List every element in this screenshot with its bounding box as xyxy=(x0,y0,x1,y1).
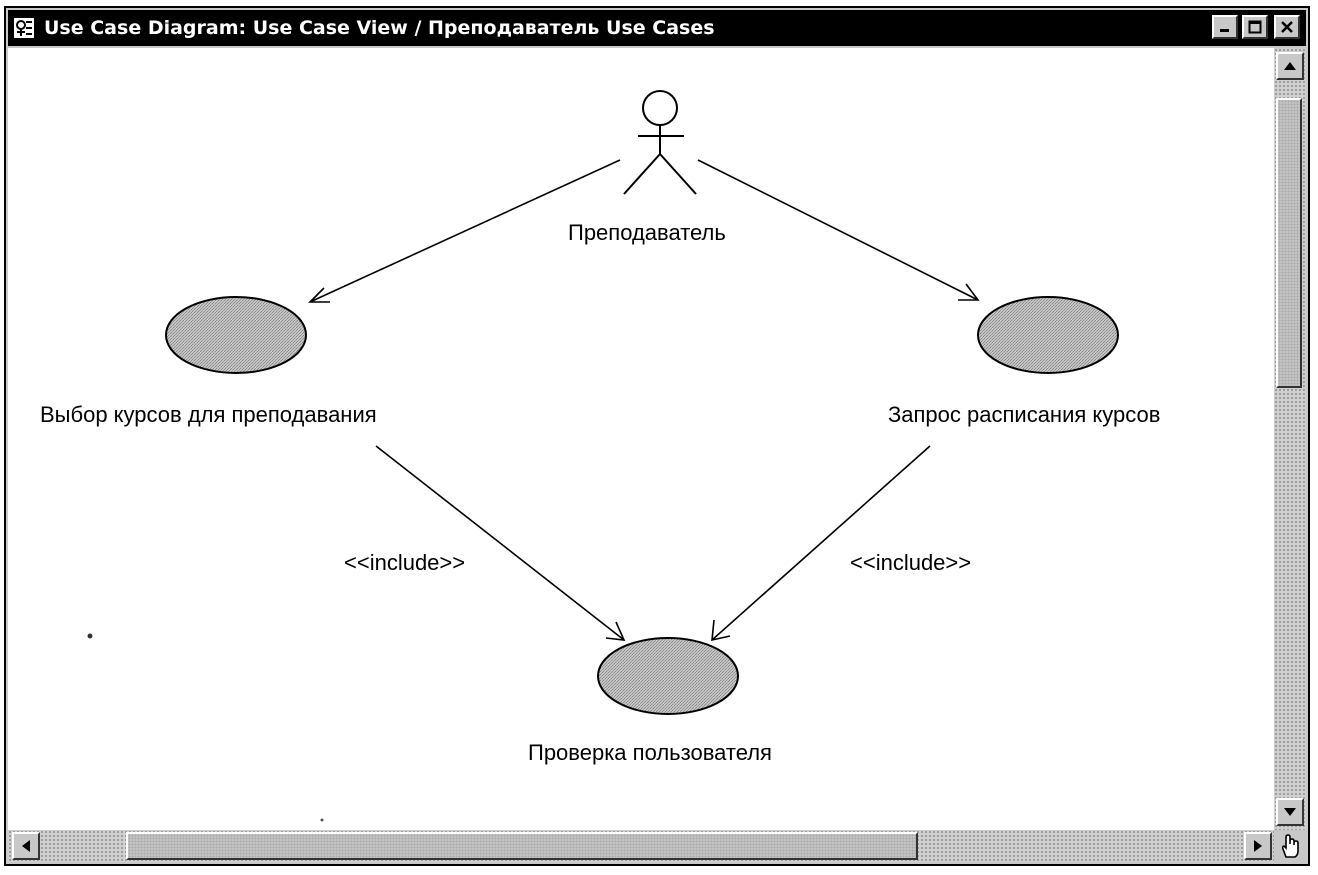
window-title: Use Case Diagram: Use Case View / Препод… xyxy=(44,17,715,39)
minimize-icon xyxy=(1220,29,1229,32)
association-actor-course-selection[interactable] xyxy=(308,159,621,303)
include-dependency-course-selection[interactable] xyxy=(375,445,626,641)
horizontal-scroll-thumb[interactable] xyxy=(126,832,918,860)
minimize-button[interactable] xyxy=(1212,15,1238,39)
include-label-right: <<include>> xyxy=(850,550,972,575)
maximize-button[interactable] xyxy=(1242,15,1268,39)
stray-dot xyxy=(320,818,324,822)
rose-diagram-icon[interactable] xyxy=(12,16,36,40)
scroll-left-button[interactable] xyxy=(12,832,40,860)
actor-label: Преподаватель xyxy=(568,220,726,245)
include-dependency-schedule-request[interactable] xyxy=(711,445,931,642)
title-bar[interactable]: Use Case Diagram: Use Case View / Препод… xyxy=(8,10,1306,46)
close-icon xyxy=(1281,21,1293,33)
diagram-canvas[interactable]: Преподаватель Выбор курсов для преподава… xyxy=(8,48,1277,830)
scroll-down-button[interactable] xyxy=(1276,798,1304,826)
use-case-ellipse-user-verification[interactable] xyxy=(597,637,739,715)
use-case-label-user-verification: Проверка пользователя xyxy=(528,740,772,765)
vertical-scroll-thumb[interactable] xyxy=(1276,98,1302,388)
arrow-left-icon xyxy=(22,840,30,852)
hand-cursor-icon[interactable] xyxy=(1274,830,1306,862)
include-label-left: <<include>> xyxy=(344,550,466,575)
scroll-right-button[interactable] xyxy=(1244,832,1272,860)
use-case-ellipse-schedule-request[interactable] xyxy=(977,296,1119,374)
stray-dot xyxy=(87,633,93,639)
arrow-down-icon xyxy=(1284,808,1296,816)
use-case-ellipse-course-selection[interactable] xyxy=(165,296,307,374)
arrow-up-icon xyxy=(1284,62,1296,70)
use-case-label-course-selection: Выбор курсов для преподавания xyxy=(40,402,377,427)
maximize-icon xyxy=(1248,20,1262,34)
actor-icon[interactable] xyxy=(623,90,697,195)
arrow-right-icon xyxy=(1254,840,1262,852)
scroll-up-button[interactable] xyxy=(1276,52,1304,80)
horizontal-scrollbar[interactable] xyxy=(8,830,1276,862)
close-button[interactable] xyxy=(1274,15,1300,39)
vertical-scrollbar[interactable] xyxy=(1274,48,1306,830)
use-case-label-schedule-request: Запрос расписания курсов xyxy=(888,402,1161,427)
use-case-diagram xyxy=(87,90,1119,822)
association-actor-schedule-request[interactable] xyxy=(697,159,980,301)
diagram-window: Use Case Diagram: Use Case View / Препод… xyxy=(4,6,1310,866)
